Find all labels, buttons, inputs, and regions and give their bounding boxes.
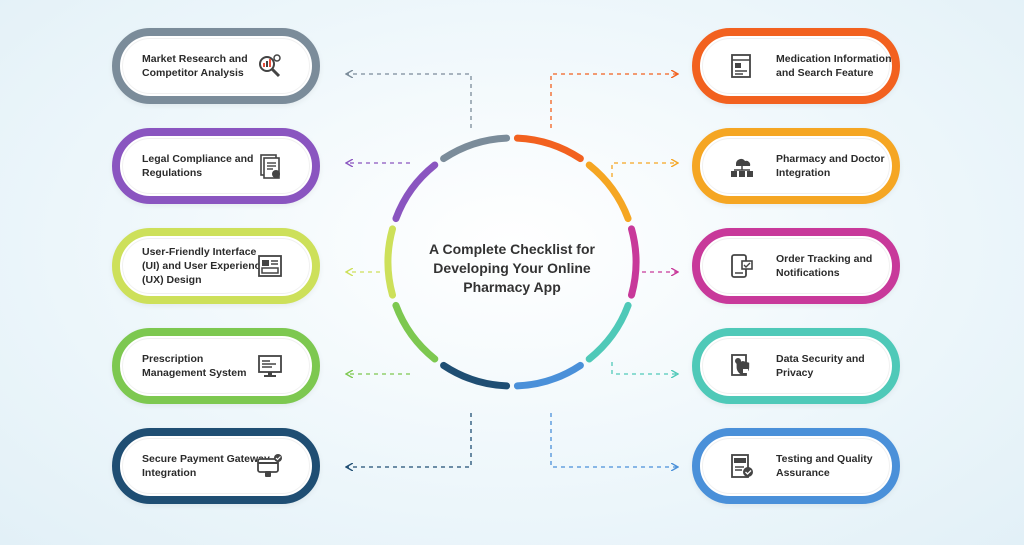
card-pharmacy-doctor-integration: Pharmacy and Doctor Integration [692, 128, 900, 204]
card-label: Pharmacy and Doctor Integration [776, 153, 885, 179]
search-info-icon [728, 52, 756, 80]
card-label: Data Security and Privacy [776, 353, 865, 379]
card-prescription-management: Prescription Management System [112, 328, 320, 404]
ring-segment [585, 161, 632, 223]
card-label: Medication Information and Search Featur… [776, 53, 892, 79]
card-order-tracking: Order Tracking and Notifications [692, 228, 900, 304]
ring-segment [513, 361, 584, 390]
card-market-research: Market Research and Competitor Analysis [112, 28, 320, 104]
card-label: User-Friendly Interface (UI) and User Ex… [142, 246, 267, 286]
card-label: Testing and Quality Assurance [776, 453, 873, 479]
card-label: Market Research and Competitor Analysis [142, 53, 248, 79]
connector-arrow [347, 74, 472, 128]
market-research-icon [256, 52, 284, 80]
data-security-icon [728, 352, 756, 380]
connector-arrow [611, 362, 677, 374]
order-tracking-icon [728, 252, 756, 280]
ui-ux-layout-icon [256, 252, 284, 280]
card-data-security: Data Security and Privacy [692, 328, 900, 404]
card-label: Legal Compliance and Regulations [142, 153, 254, 179]
legal-document-icon [256, 152, 284, 180]
ring-segment [513, 134, 584, 163]
prescription-monitor-icon [256, 352, 284, 380]
card-legal-compliance: Legal Compliance and Regulations [112, 128, 320, 204]
ring-segment [392, 161, 439, 223]
connector-arrow [611, 163, 677, 177]
ring-segment [392, 301, 439, 363]
card-label: Order Tracking and Notifications [776, 253, 873, 279]
connector-arrow [550, 413, 677, 467]
ring-segment [440, 134, 511, 163]
card-testing-quality: Testing and Quality Assurance [692, 428, 900, 504]
connector-arrow [550, 74, 677, 128]
connector-arrow [347, 413, 472, 467]
quality-assurance-icon [728, 452, 756, 480]
secure-payment-icon [256, 452, 284, 480]
card-ui-ux-design: User-Friendly Interface (UI) and User Ex… [112, 228, 320, 304]
card-secure-payment: Secure Payment Gateway Integration [112, 428, 320, 504]
card-label: Secure Payment Gateway Integration [142, 453, 270, 479]
card-label: Prescription Management System [142, 353, 247, 379]
ring-segment [585, 301, 632, 363]
ring-segment [440, 361, 511, 390]
ring-segment [628, 225, 640, 299]
ring-segment [384, 225, 396, 299]
cloud-integration-icon [728, 152, 756, 180]
card-medication-search: Medication Information and Search Featur… [692, 28, 900, 104]
diagram-title: A Complete Checklist for Developing Your… [429, 241, 595, 295]
